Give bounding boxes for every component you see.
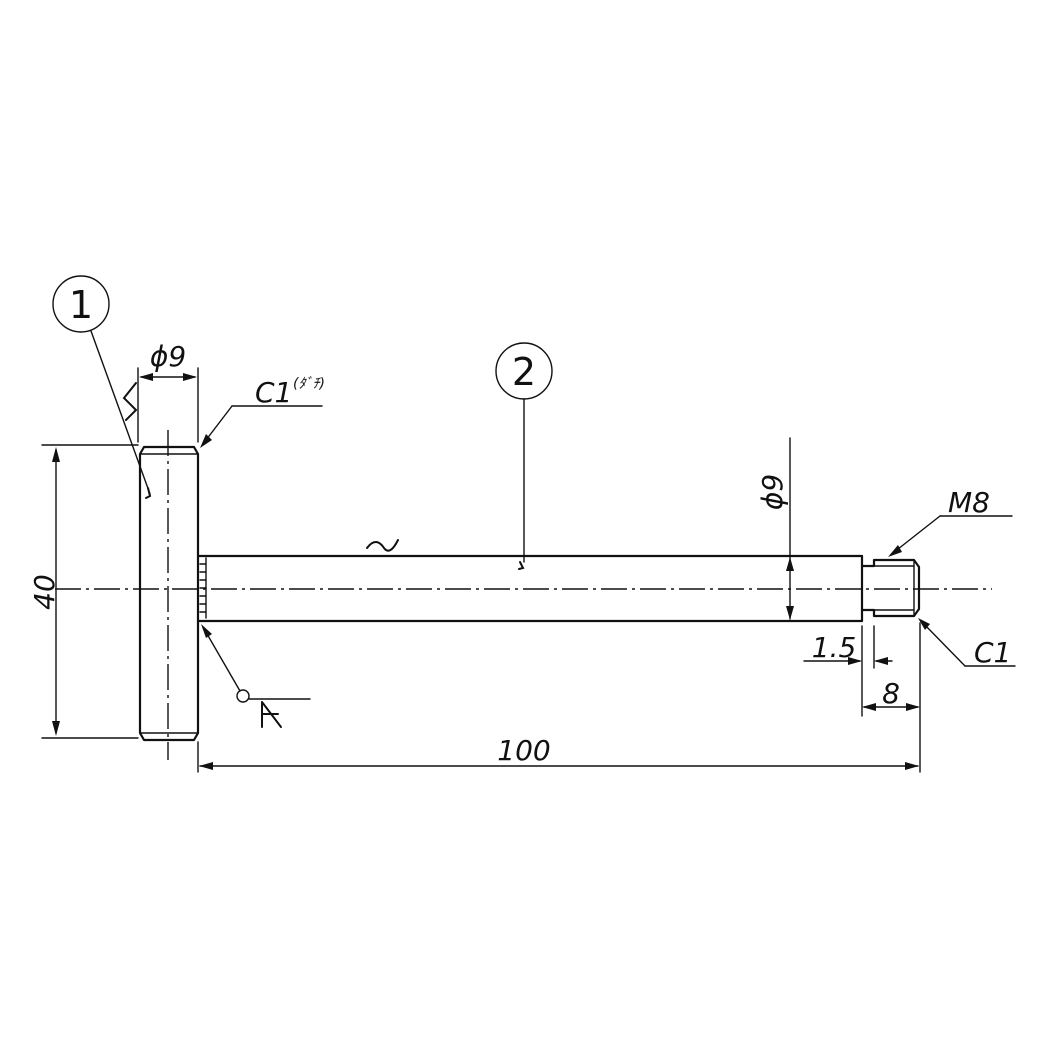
- dim-head-height-label: 40: [28, 574, 61, 610]
- dim-undercut-label: 1.5: [812, 631, 857, 664]
- thread-chamfer-label: C1: [974, 636, 1011, 669]
- leader-thread: [888, 515, 1013, 557]
- dim-overall-length-label: 100: [497, 734, 550, 767]
- dim-shaft-diameter: [786, 437, 794, 620]
- fit-marks: [199, 557, 207, 619]
- thread-end: [860, 558, 921, 618]
- part-1-head: [138, 430, 200, 760]
- thread-size-label: M8: [948, 486, 990, 519]
- dim-undercut: [803, 625, 893, 717]
- balloon-part-1-number: 1: [69, 283, 93, 327]
- dim-shaft-diameter-label: ϕ9: [756, 474, 789, 510]
- dim-head-diameter: [137, 367, 199, 443]
- balloon-part-2-number: 2: [512, 350, 536, 394]
- surface-finish-mark-shaft: [366, 539, 399, 552]
- leader-thread-chamfer: [918, 618, 1016, 667]
- head-chamfer-label: C1: [255, 376, 292, 409]
- dim-thread-length: [862, 622, 921, 773]
- dim-overall-length: [197, 741, 919, 773]
- balloon-part-1: [52, 275, 151, 495]
- dim-thread-length-label: 8: [882, 677, 900, 710]
- head-chamfer-note: (ﾀﾞﾁ): [293, 376, 325, 392]
- balloon-part-2: [495, 342, 553, 570]
- weld-symbol: [201, 624, 311, 728]
- dim-head-diameter-label: ϕ9: [150, 340, 186, 373]
- dim-head-height: [41, 444, 139, 739]
- leader-head-chamfer: [200, 405, 323, 448]
- surface-finish-mark-head: [122, 382, 138, 421]
